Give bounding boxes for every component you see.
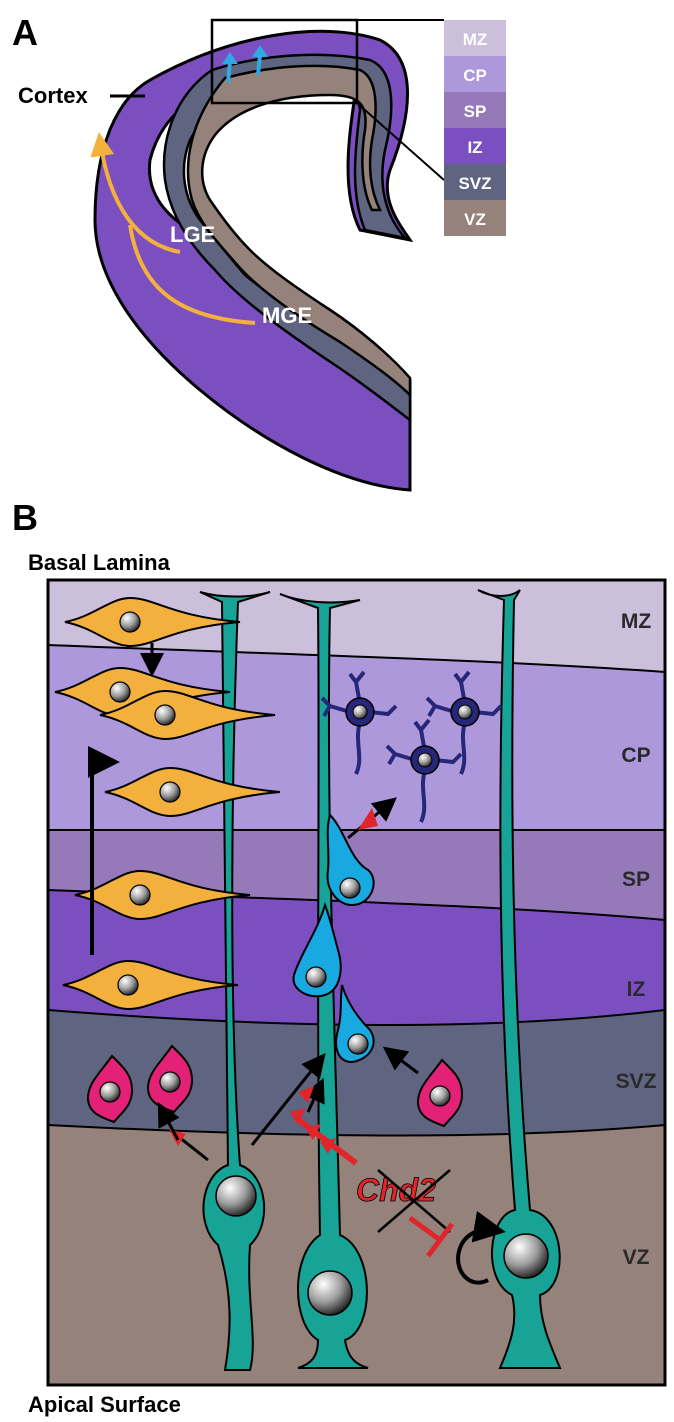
- nucleus: [118, 975, 138, 995]
- panel-a-letter: A: [12, 12, 38, 53]
- panel-b-letter: B: [12, 497, 38, 538]
- nucleus: [155, 705, 175, 725]
- basal-lamina-label: Basal Lamina: [28, 550, 171, 575]
- nucleus: [160, 1072, 180, 1092]
- legend-item-mz: MZ: [444, 20, 506, 56]
- legend-item-vz: VZ: [444, 200, 506, 236]
- nucleus: [216, 1176, 256, 1216]
- nucleus: [340, 878, 360, 898]
- nucleus: [306, 967, 326, 987]
- layer-label-sp: SP: [622, 868, 650, 891]
- nucleus: [418, 753, 432, 767]
- legend-item-sp: SP: [444, 92, 506, 128]
- mge-label: MGE: [262, 303, 312, 328]
- nucleus: [160, 782, 180, 802]
- nucleus: [130, 885, 150, 905]
- nucleus: [353, 705, 367, 719]
- nucleus: [430, 1086, 450, 1106]
- legend-label: CP: [463, 66, 487, 85]
- legend-item-cp: CP: [444, 56, 506, 92]
- layer-legend: MZ CP SP IZ SVZ VZ: [444, 20, 506, 236]
- nucleus: [100, 1082, 120, 1102]
- legend-item-iz: IZ: [444, 128, 506, 164]
- layer-label-vz: VZ: [623, 1246, 650, 1269]
- nucleus: [348, 1034, 368, 1054]
- nucleus: [458, 705, 472, 719]
- panel-a: A Cortex LGE MGE MZ CP SP IZ SVZ VZ: [12, 12, 506, 490]
- legend-label: IZ: [467, 138, 482, 157]
- cortex-label: Cortex: [18, 83, 88, 108]
- gene-label: Chd2: [356, 1172, 436, 1208]
- legend-label: MZ: [463, 30, 488, 49]
- apical-surface-label: Apical Surface: [28, 1392, 181, 1417]
- layer-label-iz: IZ: [627, 978, 646, 1001]
- nucleus: [504, 1234, 548, 1278]
- legend-label: VZ: [464, 210, 486, 229]
- legend-label: SVZ: [458, 174, 491, 193]
- lge-label: LGE: [170, 222, 215, 247]
- layer-label-svz: SVZ: [616, 1070, 657, 1093]
- legend-label: SP: [464, 102, 487, 121]
- layer-label-cp: CP: [621, 744, 650, 767]
- panel-b: B Basal Lamina Apical Surface MZ CP SP IZ SV…: [12, 497, 665, 1417]
- nucleus: [120, 612, 140, 632]
- layer-label-mz: MZ: [621, 610, 651, 633]
- legend-item-svz: SVZ: [444, 164, 506, 200]
- nucleus: [308, 1271, 352, 1315]
- nucleus: [110, 682, 130, 702]
